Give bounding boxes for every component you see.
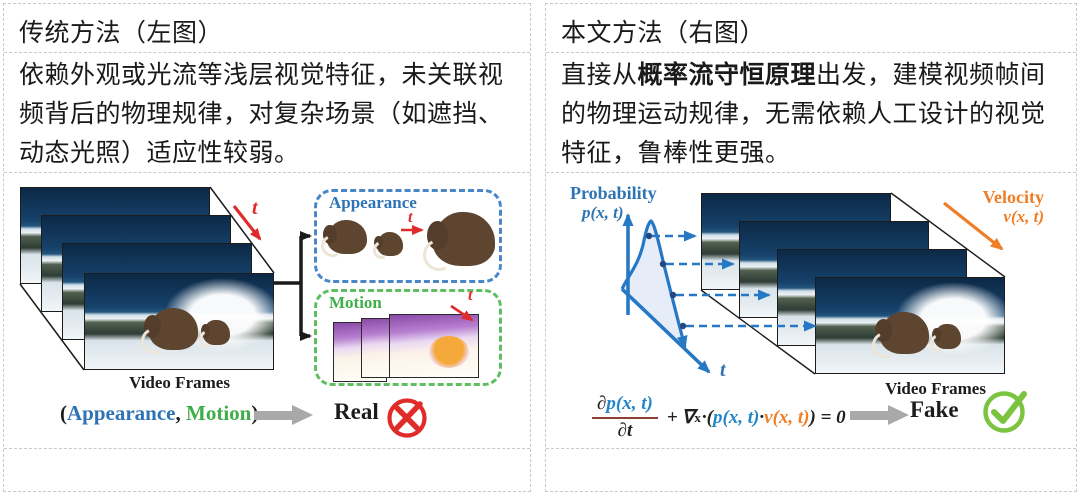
plus-sign: +	[666, 406, 678, 428]
dot-operator: ·	[759, 406, 765, 428]
p-term: p(x, t)	[606, 393, 653, 414]
mammoth-illustration	[931, 323, 961, 350]
probability-symbol: p(x, t)	[582, 203, 624, 222]
video-frame-front	[815, 277, 1012, 374]
cross-circle-icon	[387, 398, 427, 438]
video-frames-label: Video Frames	[129, 373, 230, 392]
motion-box: Motion	[314, 289, 502, 386]
velocity-symbol: v(x, t)	[1003, 207, 1044, 226]
optical-flow-frame	[389, 314, 479, 378]
right-description-bold: 概率流守恒原理	[637, 61, 817, 89]
right-header-text: 本文方法（右图）	[561, 19, 766, 47]
time-axis-label: t	[720, 359, 726, 381]
p-term: p(x, t)	[712, 406, 760, 428]
caption-open: (	[60, 401, 67, 425]
probability-label: Probability	[570, 183, 657, 203]
right-description-pre: 直接从	[561, 61, 638, 89]
left-header-cell: 传统方法（左图）	[4, 4, 530, 53]
open-paren: ·(	[701, 406, 713, 428]
dt-term: ∂t	[617, 420, 633, 441]
arrow-right-icon	[850, 405, 909, 425]
velocity-label: Velocity	[982, 187, 1044, 207]
mammoth-illustration	[374, 232, 403, 256]
appearance-box-title: Appearance	[329, 193, 417, 212]
mammoth-illustration	[144, 308, 198, 350]
check-circle-icon	[983, 391, 1027, 433]
appearance-motion-caption: (Appearance, Motion)	[60, 401, 258, 426]
right-description-cell: 直接从概率流守恒原理出发，建模视频帧间的物理运动规律，无需依赖人工设计的视觉特征…	[546, 53, 1076, 173]
v-term: v(x, t)	[764, 406, 810, 428]
caption-motion: Motion	[186, 401, 252, 425]
left-description-cell: 依赖外观或光流等浅层视觉特征，未关联视频背后的物理规律，对复杂场景（如遮挡、动态…	[4, 53, 530, 173]
continuity-equation: ∂p(x, t)∂t + ∇x·(p(x, t)·v(x, t)) = 0	[592, 393, 846, 442]
appearance-time-label: t	[408, 209, 413, 226]
time-label: t	[252, 197, 258, 219]
motion-time-label: t	[468, 287, 473, 304]
right-figure-cell: Probability p(x, t) t Velocity v(x, t) V…	[546, 173, 1076, 449]
left-panel: 传统方法（左图） 依赖外观或光流等浅层视觉特征，未关联视频背后的物理规律，对复杂…	[3, 3, 531, 492]
equals-zero: ) = 0	[809, 406, 846, 428]
right-description-post: 出发，建模视频帧间的物理运动规律，无需依赖人工设计的视觉特征，鲁棒性更强。	[561, 61, 1046, 167]
mammoth-illustration	[426, 212, 495, 266]
mammoth-illustration	[200, 319, 230, 346]
left-footer-cell	[4, 449, 530, 491]
caption-separator: ,	[175, 401, 186, 425]
mammoth-illustration	[875, 312, 929, 354]
partial-symbol: ∂	[597, 393, 607, 414]
flow-blob	[428, 336, 470, 369]
left-description-text: 依赖外观或光流等浅层视觉特征，未关联视频背后的物理规律，对复杂场景（如遮挡、动态…	[19, 61, 504, 167]
arrow-right-icon	[254, 405, 313, 425]
motion-box-title: Motion	[329, 293, 382, 312]
left-figure-cell: Video Frames Appearance Motion t t t (Ap…	[4, 173, 530, 449]
mammoth-illustration	[323, 220, 367, 254]
right-header-cell: 本文方法（右图）	[546, 4, 1076, 53]
equation-fraction: ∂p(x, t) ∂t	[592, 393, 658, 442]
video-frames-label: Video Frames	[885, 379, 986, 398]
real-label: Real	[334, 399, 379, 424]
left-header-text: 传统方法（左图）	[19, 19, 224, 47]
appearance-box: Appearance	[314, 189, 502, 283]
video-frame-front	[84, 273, 281, 370]
right-panel: 本文方法（右图） 直接从概率流守恒原理出发，建模视频帧间的物理运动规律，无需依赖…	[545, 3, 1077, 492]
nabla-subscript: x	[694, 409, 701, 425]
right-footer-cell	[546, 449, 1076, 491]
nabla-symbol: ∇	[681, 407, 695, 428]
fake-label: Fake	[910, 397, 959, 422]
caption-appearance: Appearance	[67, 401, 176, 425]
